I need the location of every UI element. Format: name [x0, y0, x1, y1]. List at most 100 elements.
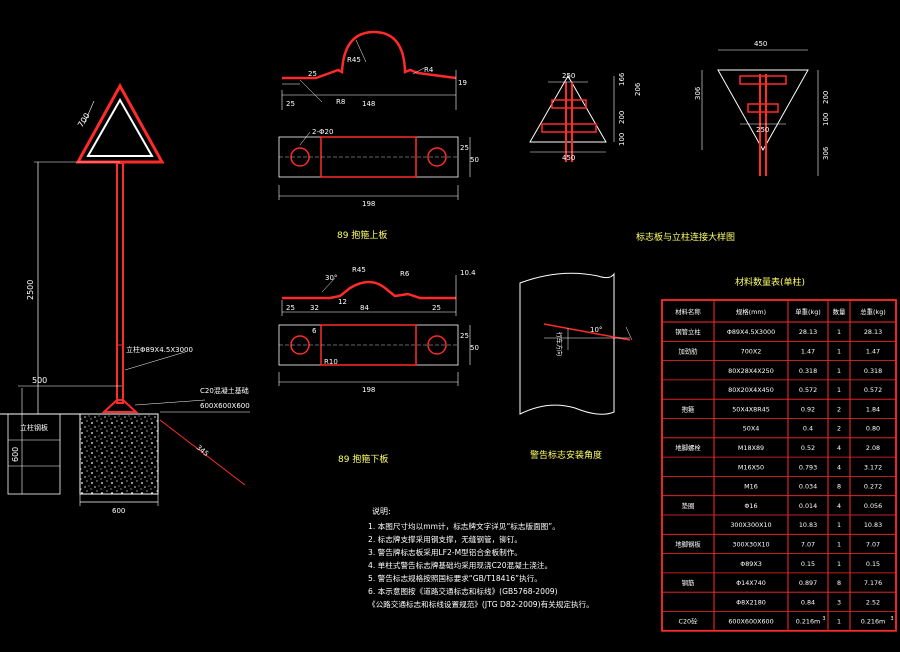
table-superscript: 3 [822, 616, 825, 622]
table-cell: 700X2 [741, 347, 762, 355]
br-d450b: 450 [754, 40, 767, 48]
note-line: 6. 本示意图按《道路交通标志和标线》(GB5768-2009) [368, 586, 558, 596]
table-cell: 1 [837, 618, 841, 626]
uc-d25: 25 [308, 70, 317, 78]
table-cell: 0.80 [866, 425, 880, 433]
table-cell: 4 [837, 444, 841, 452]
sign-height-dim: 2500 [26, 280, 35, 300]
br-d306: 306 [694, 86, 702, 100]
bracket-title: 标志板与立柱连接大样图 [636, 231, 735, 243]
table-cell: 28.13 [799, 328, 817, 336]
left-width-dim: 600 [11, 447, 20, 462]
table-cell: Φ89X4.5X3000 [727, 328, 775, 336]
br-d100: 100 [618, 133, 626, 146]
br-d100b: 100 [822, 113, 830, 126]
table-cell: 垫圈 [682, 501, 695, 510]
uc-r8: R8 [336, 98, 345, 106]
table-cell: Φ14X740 [736, 579, 766, 587]
base-plate [101, 399, 139, 413]
uc-d25b: 25 [286, 100, 295, 108]
bracket-details: 250 450 166 206 200 100 450 306 200 100 … [529, 40, 830, 243]
lc-d32: 32 [310, 304, 319, 312]
table-cell: 8 [837, 579, 841, 587]
angle-detail-title: 警告标志安装角度 [530, 449, 602, 461]
table-cell: 0.84 [801, 598, 815, 606]
table-cell: 0.056 [864, 502, 882, 510]
note-line: 1. 本图尺寸均以mm计，标志牌文字详见“标志版面图”。 [368, 521, 560, 531]
table-cell: M16X50 [738, 463, 764, 471]
left-table-label: 立柱钢板 [20, 423, 48, 432]
table-cell: 地脚钢板 [675, 539, 701, 548]
table-cell: 1.84 [866, 405, 880, 413]
lc-d104: 10.4 [460, 269, 476, 277]
table-cell: 600X600X600 [728, 618, 773, 626]
foundation-width-dim: 600 [112, 507, 125, 515]
uc-holes: 2-Φ20 [312, 128, 333, 136]
table-header: 数量 [833, 307, 846, 316]
table-cell: 4 [837, 463, 841, 471]
sign-side-dim: 700 [76, 111, 92, 129]
table-superscript: 3 [890, 616, 893, 622]
table-cell: 0.897 [799, 579, 817, 587]
note-line: 3. 警告牌标志板采用LF2-M型铝合金板制作。 [368, 547, 522, 557]
table-cell: 3 [837, 598, 841, 606]
table-cell: 0.216m [861, 618, 886, 626]
table-cell: 7.07 [866, 540, 880, 548]
table-cell: 50X4X8R45 [732, 405, 770, 413]
table-cell: 80X28X4X250 [728, 367, 774, 375]
table-cell: 0.52 [801, 444, 815, 452]
notes-heading: 说明: [372, 506, 391, 516]
table-cell: 3.172 [864, 463, 882, 471]
table-cell: Φ16 [744, 502, 757, 510]
foundation-label: C20混凝土基础 [200, 386, 249, 395]
direction-label: 行车方向 [555, 332, 563, 356]
table-cell: M18X89 [738, 444, 764, 452]
table-cell: 0.572 [799, 386, 817, 394]
br-d306b: 306 [822, 146, 830, 160]
pole-label: 立柱Φ89X4.5X3000 [126, 345, 193, 354]
table-cell: 钢筋 [682, 578, 695, 587]
table-cell: 0.15 [866, 560, 880, 568]
table-cell: 2.08 [866, 444, 880, 452]
sign-base-dim: 500 [32, 376, 47, 385]
br-d450: 450 [562, 154, 575, 162]
table-cell: M16 [744, 483, 758, 491]
uc-r45: R45 [347, 56, 361, 64]
uc-r4: R4 [424, 66, 434, 74]
lower-clamp-title: 89 抱箍下板 [338, 453, 388, 465]
table-cell: 钢管立柱 [675, 327, 701, 336]
sign-elevation: 700 2500 500 600 立柱钢板 立柱Φ89X4.5X3000 C20… [0, 82, 250, 515]
table-cell: 1 [837, 386, 841, 394]
table-cell: 300X30X10 [732, 540, 769, 548]
table-cell: 1.47 [801, 347, 815, 355]
table-cell: 0.318 [799, 367, 817, 375]
table-header: 规格(mm) [736, 307, 766, 316]
pole [116, 162, 124, 404]
table-header: 总重(kg) [860, 307, 886, 316]
table-cell: 1 [837, 367, 841, 375]
table-cell: 0.4 [803, 425, 813, 433]
table-cell: 300X300X10 [730, 521, 771, 529]
lc-d25: 25 [286, 304, 295, 312]
table-header: 单重(kg) [795, 307, 821, 316]
uc-d25c: 25 [460, 144, 469, 152]
table-cell: 抱箍 [682, 404, 695, 413]
uc-d19: 19 [458, 79, 467, 87]
lc-r10: R10 [324, 358, 338, 366]
material-table-title: 材料数量表(单柱) [735, 276, 805, 288]
angle-value: 10° [590, 326, 602, 334]
table-cell: 10.83 [799, 521, 817, 529]
table-cell: 1 [837, 540, 841, 548]
table-cell: 0.216m [796, 618, 821, 626]
table-cell: 50X4 [743, 425, 760, 433]
table-cell: 10.83 [864, 521, 882, 529]
table-cell: 8 [837, 483, 841, 491]
table-cell: 地脚螺栓 [675, 443, 701, 452]
table-cell: 0.92 [801, 405, 815, 413]
angle-detail: 10° 行车方向 警告标志安装角度 [519, 272, 633, 461]
uc-d148: 148 [362, 100, 375, 108]
foundation-dim: 600X600X600 [200, 402, 250, 410]
br-d200b: 200 [822, 91, 830, 104]
